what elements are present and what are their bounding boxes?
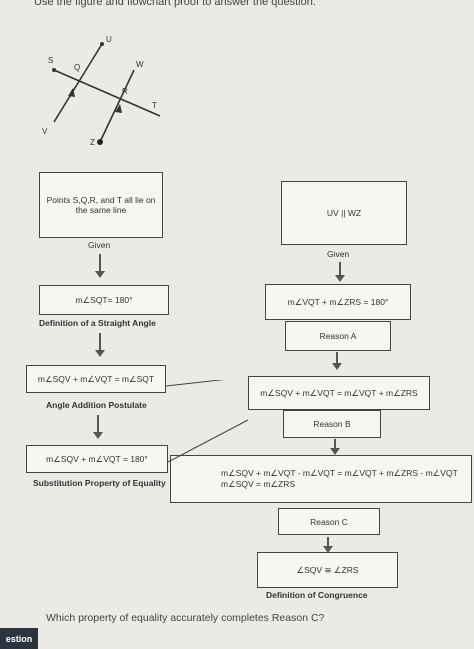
point-label-q: Q bbox=[74, 63, 80, 72]
right-arrow-3 bbox=[330, 439, 340, 455]
right-step2-box: m∠VQT + m∠ZRS = 180° bbox=[265, 284, 411, 320]
right-reason-c-text: Reason C bbox=[310, 516, 348, 527]
right-reason-a-box: Reason A bbox=[285, 321, 391, 351]
left-step2-box: m∠SQT= 180° bbox=[39, 285, 169, 315]
left-step4-reason: Substitution Property of Equality bbox=[33, 478, 166, 488]
right-given-box: UV || WZ bbox=[281, 181, 407, 245]
right-step4-line2: m∠SQV = m∠ZRS bbox=[221, 479, 296, 489]
parallel-mark-uv bbox=[68, 88, 75, 97]
left-step2-reason: Definition of a Straight Angle bbox=[39, 318, 156, 328]
left-given-reason: Given bbox=[88, 240, 111, 250]
left-given-box: Points S,Q,R, and T all lie on the same … bbox=[39, 172, 163, 238]
left-step3-text: m∠SQV + m∠VQT = m∠SQT bbox=[37, 373, 155, 384]
conclusion-text: ∠SQV ≅ ∠ZRS bbox=[296, 564, 359, 575]
point-label-u: U bbox=[106, 35, 112, 44]
right-reason-a-text: Reason A bbox=[319, 331, 357, 341]
right-arrow-4 bbox=[323, 537, 333, 553]
line-wz bbox=[99, 69, 135, 143]
right-given-reason: Given bbox=[327, 249, 350, 259]
left-step4-text: m∠SQV + m∠VQT = 180° bbox=[46, 453, 148, 464]
point-z-dot bbox=[97, 139, 103, 145]
right-step4-box: m∠SQV + m∠VQT - m∠VQT = m∠VQT + m∠ZRS - … bbox=[170, 455, 472, 503]
geometry-figure: U S Q W R T V Z bbox=[42, 35, 161, 147]
left-arrow-1 bbox=[95, 254, 105, 278]
right-reason-c-box: Reason C bbox=[278, 508, 380, 535]
question-tab[interactable]: estion bbox=[0, 628, 38, 649]
conclusion-reason: Definition of Congruence bbox=[266, 590, 368, 600]
right-given-text: UV || WZ bbox=[326, 208, 362, 218]
right-arrow-2 bbox=[332, 352, 342, 370]
point-label-v: V bbox=[42, 127, 48, 136]
instructions: Use the figure and flowchart proof to an… bbox=[34, 0, 316, 8]
point-u-dot bbox=[100, 42, 104, 46]
connector-lines bbox=[165, 380, 249, 463]
transversal-line bbox=[53, 69, 161, 117]
point-label-r: R bbox=[122, 87, 128, 96]
right-step3-text: m∠SQV + m∠VQT = m∠VQT + m∠ZRS bbox=[260, 387, 418, 398]
left-step2-text: m∠SQT= 180° bbox=[75, 294, 133, 305]
parallel-mark-wz bbox=[115, 104, 122, 113]
right-reason-b-box: Reason B bbox=[283, 410, 381, 438]
line-uv bbox=[53, 43, 103, 123]
point-label-w: W bbox=[136, 60, 144, 69]
point-s-dot bbox=[52, 68, 56, 72]
left-given-text: Points S,Q,R, and T all lie on the same … bbox=[46, 195, 156, 215]
right-reason-b-text: Reason B bbox=[313, 419, 351, 429]
conclusion-box: ∠SQV ≅ ∠ZRS bbox=[257, 552, 398, 588]
left-step4-box: m∠SQV + m∠VQT = 180° bbox=[26, 445, 168, 473]
left-step3-reason: Angle Addition Postulate bbox=[46, 400, 147, 410]
right-step4-line1: m∠SQV + m∠VQT - m∠VQT = m∠VQT + m∠ZRS - … bbox=[221, 468, 458, 478]
right-arrow-1 bbox=[335, 262, 345, 282]
question-text: Which property of equality accurately co… bbox=[46, 612, 325, 624]
left-arrow-2 bbox=[95, 333, 105, 357]
right-step2-text: m∠VQT + m∠ZRS = 180° bbox=[287, 296, 389, 307]
left-arrow-3 bbox=[93, 415, 103, 439]
point-label-z: Z bbox=[90, 138, 95, 147]
left-step3-box: m∠SQV + m∠VQT = m∠SQT bbox=[26, 365, 166, 393]
point-label-t: T bbox=[152, 101, 157, 110]
point-label-s: S bbox=[48, 56, 53, 65]
right-step3-box: m∠SQV + m∠VQT = m∠VQT + m∠ZRS bbox=[248, 376, 430, 410]
